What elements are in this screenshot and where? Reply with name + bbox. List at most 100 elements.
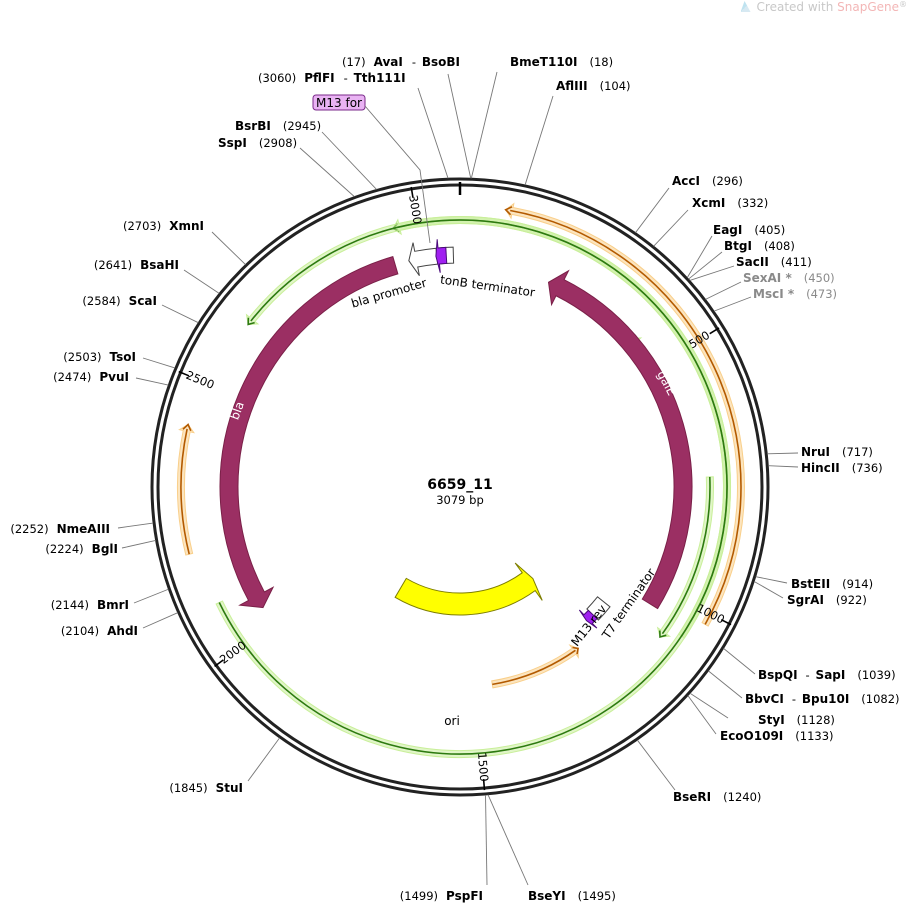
orf-orange-1-glow <box>177 423 195 556</box>
enzyme-site-bsrbi: BsrBI(2945) <box>235 119 377 190</box>
enzyme-separator-bbvci: - <box>792 692 796 706</box>
feature-M13-rev <box>578 609 598 629</box>
snapgene-watermark: Created with SnapGene® <box>740 0 907 14</box>
enzyme-site-stui: StuI (1845) <box>169 737 280 795</box>
enzyme-position-ecoo109i: (1133) <box>795 729 833 743</box>
enzyme-name-bgli: BglI <box>92 542 118 556</box>
enzyme-name-sgrai: SgrAI <box>787 593 824 607</box>
enzyme-leader-bgli <box>121 540 156 549</box>
center-labels: 6659_11 3079 bp <box>427 477 492 507</box>
orf-green-1-arrowhead <box>247 317 255 326</box>
enzyme-site-sexai: SexAI *(450) <box>705 271 835 300</box>
tick-label-1500: 1500 <box>475 752 491 782</box>
enzyme-leader-bsteii <box>755 576 788 584</box>
enzyme-leader-acci <box>635 187 670 233</box>
enzyme-leader-msci <box>713 296 752 312</box>
enzyme-name-bsrbi: BsrBI <box>235 119 271 133</box>
enzyme-name-pflfi: PflFI <box>304 71 334 85</box>
enzyme-position-acci: (296) <box>712 174 743 188</box>
orf-orange-2-glow <box>491 644 579 689</box>
enzyme-leader-xcmi <box>653 209 689 247</box>
m13-for-callout: M13 for <box>312 94 431 244</box>
enzyme-leader-pflfi <box>417 87 449 179</box>
feature-label-M13-for: M13 for <box>316 96 362 110</box>
enzyme-site-bsteii: BstEII(914) <box>755 576 873 591</box>
enzyme-leader-bsahi <box>183 269 220 294</box>
enzyme-position-styi: (1128) <box>797 713 835 727</box>
enzyme-name-sexai: SexAI * <box>743 271 792 285</box>
enzyme-site-sacii: SacII (411) <box>689 255 812 281</box>
enzyme-name-msci: MscI * <box>753 287 795 301</box>
feature-ori <box>394 562 543 616</box>
enzyme-site-nrui: NruI(717) <box>767 445 873 459</box>
enzyme-position-nrui: (717) <box>842 445 873 459</box>
enzyme-leader-avai <box>447 73 472 179</box>
feature-label-bla: bla <box>228 400 247 422</box>
enzyme-site-ecoo109i: EcoO109I(1133) <box>687 695 834 743</box>
enzyme-name-hincii: HincII <box>801 461 840 475</box>
enzyme-leader-hincii <box>768 465 799 468</box>
m13-for-label-box <box>312 94 366 111</box>
enzyme-name-sacii: SacII <box>736 255 769 269</box>
enzyme-name-tsoi: TsoI <box>110 350 136 364</box>
enzyme-site-pflfi: (3060)PflFI-Tth111I <box>258 71 449 179</box>
tick-mark-1500 <box>482 778 486 791</box>
enzyme-partner-bbvci: Bpu10I <box>802 692 849 706</box>
enzyme-leader-btgi <box>688 251 723 280</box>
enzyme-name-styi: StyI <box>758 713 785 727</box>
enzyme-partner-pflfi: Tth111I <box>354 71 406 85</box>
enzyme-site-bseri: BseRI(1240) <box>636 739 761 804</box>
enzyme-position-ahdi: (2104) <box>61 624 99 638</box>
enzyme-site-bbvci: BbvCI-Bpu10I(1082) <box>708 670 900 706</box>
enzyme-site-afliii: AflIII(104) <box>524 79 631 186</box>
enzyme-leader-eagi <box>686 235 713 278</box>
enzyme-position-stui: (1845) <box>169 781 207 795</box>
enzyme-position-btgi: (408) <box>764 239 795 253</box>
enzyme-site-bgli: BglI(2224) <box>45 540 156 556</box>
enzyme-leader-scai <box>161 304 199 324</box>
orf-green-3-arrowhead <box>658 630 667 639</box>
enzyme-leader-tsoi <box>142 357 175 369</box>
enzyme-position-pspfi: (1499) <box>400 889 438 903</box>
tick-mark-3000 <box>410 186 414 198</box>
orf-green-1-glow <box>215 216 731 758</box>
enzyme-name-bmri: BmrI <box>97 598 129 612</box>
orf-green-3-line <box>661 476 711 635</box>
feature-M13-for <box>435 239 448 273</box>
enzyme-position-tsoi: (2503) <box>63 350 101 364</box>
enzyme-position-xmni: (2703) <box>123 219 161 233</box>
enzyme-position-bsahi: (2641) <box>94 258 132 272</box>
enzyme-name-stui: StuI <box>216 781 243 795</box>
enzyme-site-msci: MscI *(473) <box>713 287 837 312</box>
enzyme-separator-avai: - <box>412 55 416 69</box>
enzyme-position-eagi: (405) <box>754 223 785 237</box>
enzyme-site-bmri: BmrI (2144) <box>51 588 169 612</box>
enzyme-name-acci: AccI <box>672 174 700 188</box>
feature-label-ori: ori <box>444 714 460 728</box>
enzyme-site-pvui: PvuI(2474) <box>53 370 169 386</box>
enzyme-site-scai: ScaI(2584) <box>82 294 199 324</box>
enzyme-position-bmri: (2144) <box>51 598 89 612</box>
enzyme-position-bspqi: (1039) <box>857 668 895 682</box>
enzyme-name-pspfi: PspFI <box>446 889 483 903</box>
enzyme-site-hincii: HincII(736) <box>768 461 883 475</box>
enzyme-leader-bspqi <box>723 648 756 675</box>
orf-orange-1-line <box>180 428 190 555</box>
enzyme-position-bsteii: (914) <box>842 577 873 591</box>
enzyme-site-pspfi: PspFI (1499) <box>400 794 488 903</box>
tick-mark-1000 <box>720 618 732 626</box>
enzyme-name-bseri: BseRI <box>673 790 711 804</box>
enzyme-position-sacii: (411) <box>781 255 812 269</box>
enzyme-name-xmni: XmnI <box>169 219 204 233</box>
enzyme-leader-sgrai <box>753 581 784 599</box>
enzyme-leader-xmni <box>211 231 246 265</box>
enzyme-leader-styi <box>689 692 729 719</box>
enzyme-site-avai: (17)AvaI-BsoBI <box>342 55 472 179</box>
enzyme-name-bmet110i: BmeT110I <box>510 55 578 69</box>
enzyme-name-bspqi: BspQI <box>758 668 798 682</box>
m13-for-leader <box>364 105 431 244</box>
enzyme-separator-bspqi: - <box>806 668 810 682</box>
orf-orange-2 <box>491 644 580 689</box>
